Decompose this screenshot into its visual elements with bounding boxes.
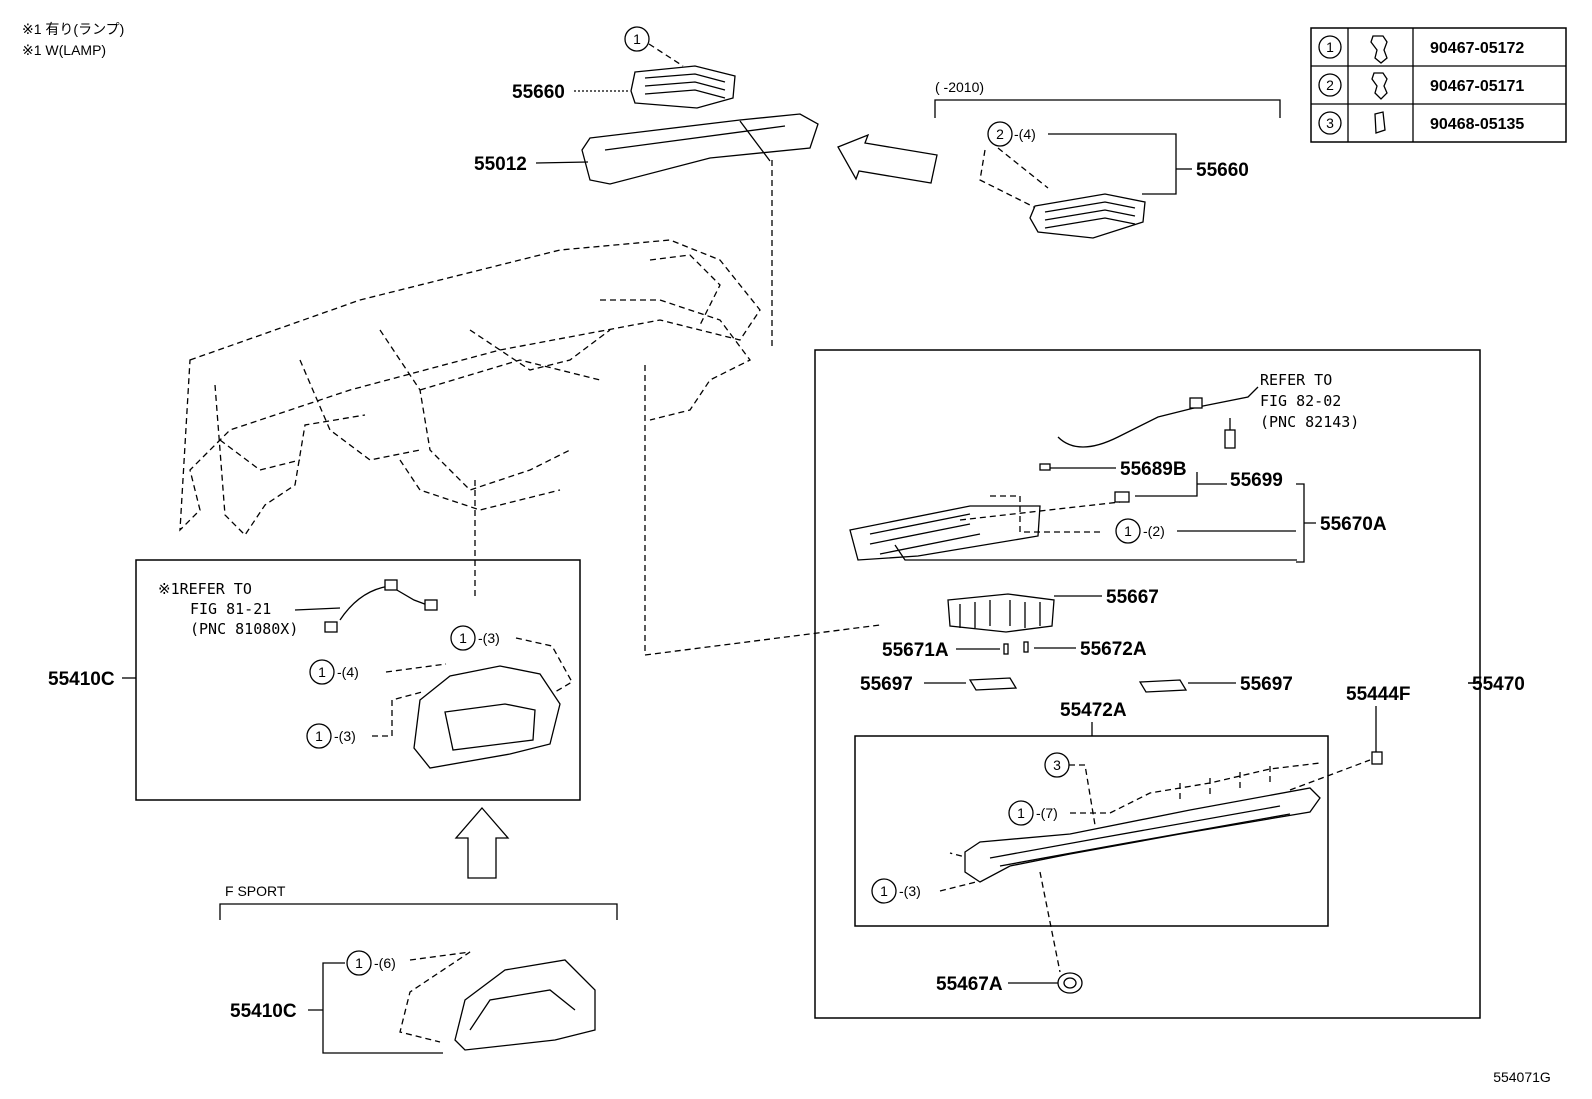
label-55670a: 55670A (1320, 514, 1387, 535)
year-range: ( -2010) (935, 79, 984, 95)
clip-ref-3: 3 (1326, 115, 1334, 131)
qty-left-2: -(4) (337, 664, 359, 680)
spacer-55697-right (1138, 679, 1188, 693)
label-55012: 55012 (474, 154, 527, 175)
clip-partno-2: 90467-05171 (1430, 78, 1524, 95)
label-55410c: 55410C (48, 669, 115, 690)
top-parts: 1 55660 55012 (474, 26, 819, 350)
right-box: REFER TO FIG 82-02 (PNC 82143) 55689B 55… (814, 349, 1525, 1019)
label-55470: 55470 (1472, 674, 1525, 695)
callout-left-3: 1 (315, 728, 323, 744)
clip-icon (1374, 111, 1386, 134)
refer-fig-3: (PNC 82143) (1260, 413, 1359, 431)
callout-left-2: 1 (318, 664, 326, 680)
spacer-55697-left (968, 677, 1018, 691)
refer-fig-2: FIG 82-02 (1260, 392, 1341, 410)
clip-icon (1370, 35, 1388, 64)
label-55660-b: 55660 (1196, 160, 1249, 181)
f-sport-label: F SPORT (225, 883, 286, 899)
note-en: ※1 W(LAMP) (22, 42, 106, 58)
qty-left-1: -(3) (478, 630, 500, 646)
refer-note-3: (PNC 81080X) (190, 620, 298, 638)
dashboard-outline (179, 239, 881, 656)
vent-55667 (947, 593, 1055, 633)
qty-right-a: -(2) (1143, 523, 1165, 539)
callout-right-c: 1 (880, 883, 888, 899)
label-55660: 55660 (512, 82, 565, 103)
label-55444f: 55444F (1346, 684, 1410, 705)
clip-partno-1: 90467-05172 (1430, 40, 1524, 57)
refer-fig-1: REFER TO (1260, 371, 1332, 389)
callout-left-1: 1 (459, 630, 467, 646)
refer-note-1: ※1REFER TO (158, 580, 252, 598)
arrow-left-icon (837, 133, 938, 184)
left-box: ※1REFER TO FIG 81-21 (PNC 81080X) 55410C… (48, 559, 581, 801)
label-55410c-fsport: 55410C (230, 1001, 297, 1022)
harness-wire-right (1057, 386, 1259, 448)
callout-fsport-1: 1 (355, 955, 363, 971)
qty-fsport-1: -(6) (374, 955, 396, 971)
qty-right-b: -(7) (1036, 805, 1058, 821)
arrow-up-icon (454, 807, 510, 879)
figure-code: 554071G (1493, 1069, 1551, 1085)
label-55667: 55667 (1106, 587, 1159, 608)
qty-right-c: -(3) (899, 883, 921, 899)
garnish-55472a (964, 787, 1321, 883)
clip-ref-2: 2 (1326, 77, 1334, 93)
callout-1: 1 (633, 31, 641, 47)
refer-note-2: FIG 81-21 (190, 600, 271, 618)
year-variant-group: ( -2010) 2 -(4) 55660 (934, 79, 1281, 239)
label-55689b: 55689B (1120, 459, 1187, 480)
label-55697-left: 55697 (860, 674, 913, 695)
vent-55670a (849, 505, 1041, 561)
harness-wire (339, 585, 431, 621)
clip-partno-3: 90468-05135 (1430, 116, 1524, 133)
callout-right-a: 1 (1124, 523, 1132, 539)
label-55697-right: 55697 (1240, 674, 1293, 695)
qty-4: -(4) (1014, 126, 1036, 142)
clip-ref-1: 1 (1326, 39, 1334, 55)
label-55672a: 55672A (1080, 639, 1147, 660)
clip-icon (1371, 72, 1388, 100)
cluster-panel (413, 665, 561, 769)
vent-55660 (630, 65, 736, 109)
f-sport-group: F SPORT 1 -(6) 55410C (219, 883, 618, 1054)
panel-55012 (581, 113, 819, 185)
clip-55467a (1057, 972, 1083, 994)
label-55472a: 55472A (1060, 700, 1127, 721)
qty-left-3: -(3) (334, 728, 356, 744)
callout-2: 2 (996, 126, 1004, 142)
callout-right-3: 3 (1053, 757, 1061, 773)
label-55699: 55699 (1230, 470, 1283, 491)
clip-table: 1 90467-05172 2 90467-05171 3 90468-0513… (1310, 27, 1567, 143)
note-jp: ※1 有り(ランプ) (22, 21, 124, 37)
label-55671a: 55671A (882, 640, 949, 661)
label-55467a: 55467A (936, 974, 1003, 995)
cluster-panel-fsport (454, 959, 596, 1051)
vent-55660-alt (1029, 193, 1146, 239)
callout-right-b: 1 (1017, 805, 1025, 821)
